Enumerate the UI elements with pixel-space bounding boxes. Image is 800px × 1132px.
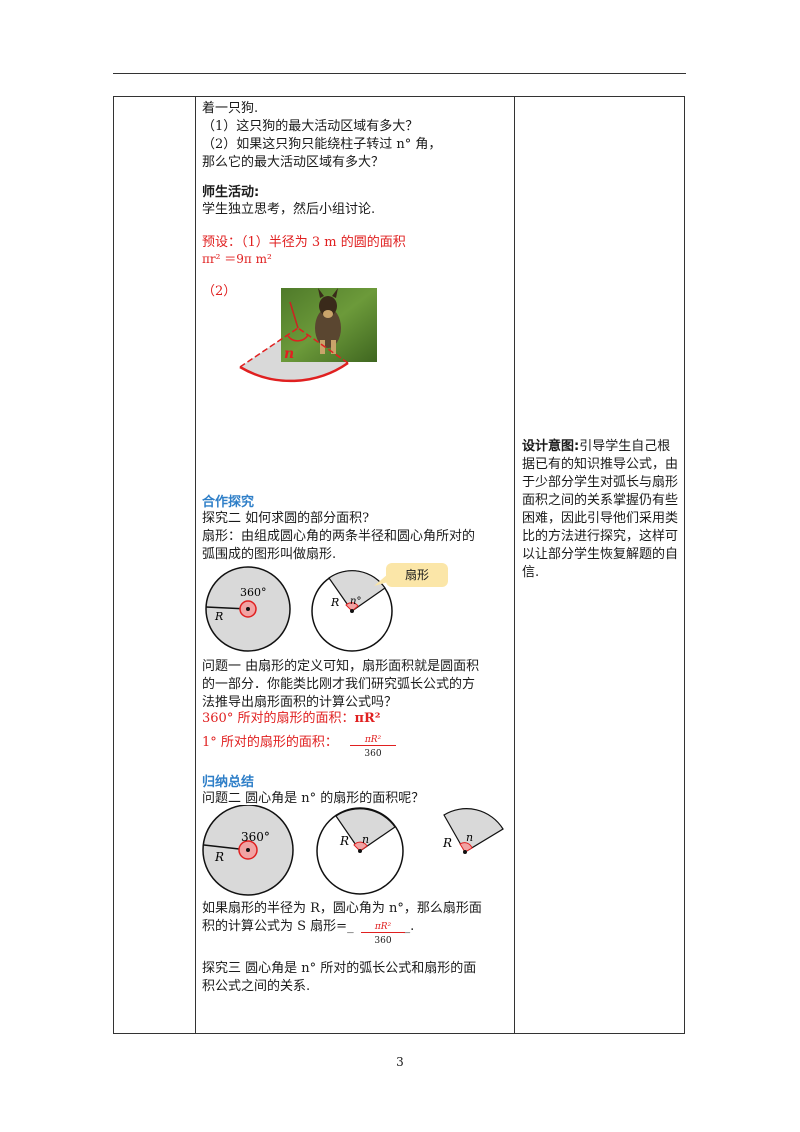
formula-prefix: 积的计算公式为 S 扇形=: [202, 919, 348, 934]
callout-tail: [374, 574, 388, 586]
sector-circle-figure: n R: [316, 807, 404, 895]
formula-line-1: 如果扇形的半径为 R，圆心角为 n°，那么扇形面: [202, 901, 482, 916]
sector-callout-label: 扇形: [404, 568, 429, 582]
radius-label: R: [330, 596, 339, 609]
page-number: 3: [396, 1055, 404, 1069]
preset-line-1: 预设：（1）半径为 3 m 的圆的面积: [202, 235, 406, 250]
column-divider-right: [514, 97, 515, 1033]
sector-shape: [335, 808, 396, 852]
area-1-label: 1° 所对的扇形的面积：: [202, 735, 338, 750]
formula-blank-right: _.: [403, 919, 415, 934]
question-2-cont: 那么它的最大活动区域有多大？: [202, 155, 385, 170]
angle-label: 360°: [241, 830, 270, 844]
dog-sector-figure: n: [239, 288, 377, 383]
dog-silhouette: [315, 288, 341, 354]
sector-definition-cont: 弧围成的图形叫做扇形.: [202, 547, 337, 562]
full-circle-figure: 360° R: [202, 805, 294, 896]
question-one-cont2: 法推导出扇形面积的计算公式吗？: [202, 695, 398, 710]
center-point: [463, 850, 467, 854]
angle-label: n: [362, 833, 369, 846]
angle-mark: [345, 602, 359, 612]
area-1-fraction: πR² 360: [350, 735, 396, 759]
question-2: （2）如果这只狗只能绕柱子转过 n° 角，: [202, 137, 442, 152]
angle-mark: [459, 842, 473, 853]
question-1: （1）这只狗的最大活动区域有多大？: [202, 119, 419, 134]
callout-pointer: [374, 574, 388, 586]
cooperative-explore-heading: 合作探究: [202, 495, 255, 510]
sector-shape: [443, 808, 504, 853]
sector-radius: [297, 327, 349, 364]
sector-radius: [239, 327, 299, 368]
sector-definition: 扇形：由组成圆心角的两条半径和圆心角所对的: [202, 529, 476, 544]
radius-label: R: [442, 836, 452, 850]
angle-label: n°: [350, 596, 361, 607]
post-rope: [289, 301, 299, 329]
explore-2: 探究二 如何求圆的部分面积?: [202, 511, 370, 526]
preset-line-3: （2）: [202, 284, 237, 299]
radius-label: R: [214, 610, 223, 623]
formula-line-2: 积的计算公式为 S 扇形=_ _.: [202, 918, 414, 935]
column-divider-left: [195, 97, 196, 1033]
center-point: [246, 607, 250, 611]
design-intent-note: 设计意图:引导学生自己根据已有的知识推导公式，由于少部分学生对弧长与扇形面积之间…: [522, 438, 682, 582]
area-1-denominator: 360: [364, 749, 382, 759]
full-circle-figure: 360° R: [205, 566, 291, 652]
angle-mark: [353, 841, 368, 852]
formula-fraction: πR² 360: [361, 922, 405, 946]
explore-3: 探究三 圆心角是 n° 所对的弧长公式和扇形的面: [202, 961, 477, 976]
formula-numerator: πR²: [361, 922, 405, 933]
sector-circle-figure: n° R: [311, 570, 393, 652]
header-rule: [113, 73, 686, 74]
formula-denominator: 360: [374, 936, 392, 946]
sector-shape: [328, 570, 386, 612]
activity-heading: 师生活动:: [202, 185, 260, 200]
angle-mark: [287, 334, 309, 342]
sector-only-figure: n R: [442, 808, 504, 854]
radius-label: R: [214, 850, 224, 864]
circle-figures-row1: 360° R n° R: [205, 566, 393, 652]
angle-label: 360°: [240, 586, 267, 599]
explore-3-cont: 积公式之间的关系.: [202, 979, 311, 994]
center-point: [246, 848, 250, 852]
lesson-table: [113, 96, 685, 1034]
design-intent-title: 设计意图:: [522, 439, 580, 454]
center-point: [358, 849, 362, 853]
text-line: 着一只狗.: [202, 101, 259, 116]
area-360-label: 360° 所对的扇形的面积：: [202, 711, 355, 726]
center-point: [350, 609, 354, 613]
activity-text: 学生独立思考，然后小组讨论.: [202, 202, 376, 217]
question-one-cont: 的一部分．你能类比刚才我们研究弧长公式的方: [202, 677, 476, 692]
area-360-value: πR²: [354, 711, 381, 726]
sector-arc: [239, 361, 349, 383]
question-one: 问题一 由扇形的定义可知，扇形面积就是圆面积: [202, 659, 480, 674]
area-360-line: 360° 所对的扇形的面积：πR²: [202, 710, 380, 727]
radius-label: R: [339, 834, 349, 848]
circle-figures-row2: 360° R n R n R: [202, 805, 504, 896]
sector-callout: 扇形: [386, 563, 448, 587]
area-1-numerator: πR²: [350, 735, 396, 746]
summary-heading: 归纳总结: [202, 775, 255, 790]
question-two: 问题二 圆心角是 n° 的扇形的面积呢？: [202, 791, 425, 806]
formula-blank-left: _: [347, 919, 354, 934]
design-intent-text: 引导学生自己根据已有的知识推导公式，由于少部分学生对弧长与扇形面积之间的关系掌握…: [522, 439, 679, 580]
angle-label: n: [466, 831, 473, 844]
dog-angle-label: n: [284, 346, 294, 362]
preset-line-2: πr² ＝9π m²: [202, 252, 272, 266]
